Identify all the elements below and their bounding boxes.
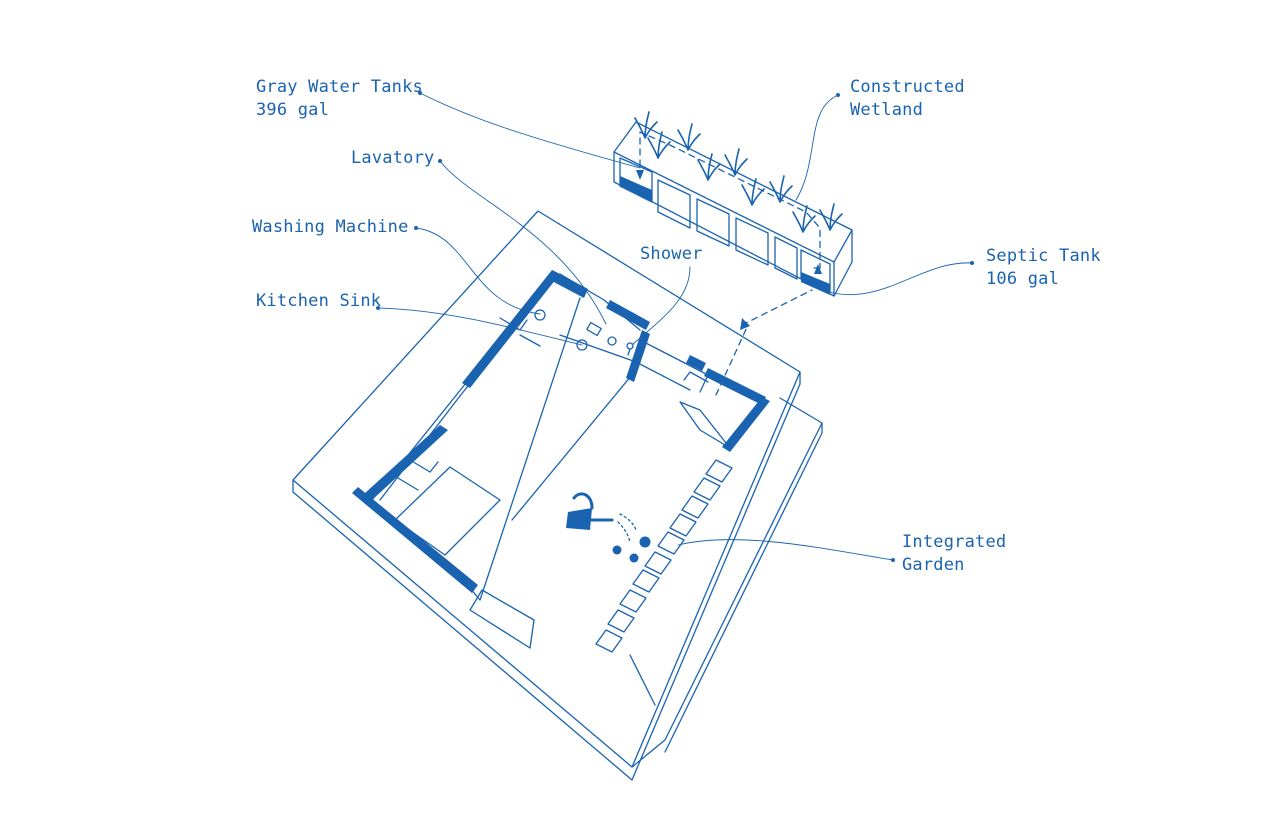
garden-slab bbox=[629, 397, 823, 768]
tomato-plant-icon bbox=[612, 536, 651, 563]
watering-can-icon bbox=[566, 492, 637, 543]
label-line: Septic Tank bbox=[986, 246, 1101, 266]
label-line: Wetland bbox=[850, 100, 924, 120]
label-shower: Shower bbox=[640, 243, 703, 266]
label-line: 396 gal bbox=[256, 100, 330, 120]
label-washing-machine: Washing Machine bbox=[252, 216, 409, 239]
label-constructed-wetland: Constructed Wetland bbox=[850, 76, 965, 122]
label-line: Gray Water Tanks bbox=[256, 77, 423, 97]
label-line: Constructed bbox=[850, 77, 965, 97]
label-integrated-garden: Integrated Garden bbox=[902, 531, 1006, 577]
label-line: Lavatory bbox=[351, 148, 435, 168]
label-line: Integrated bbox=[902, 532, 1007, 552]
label-line: 106 gal bbox=[986, 269, 1060, 289]
leader-dots bbox=[376, 91, 974, 562]
garden-planters bbox=[595, 459, 733, 653]
label-gray-water-tanks: Gray Water Tanks 396 gal bbox=[256, 76, 423, 122]
label-line: Shower bbox=[640, 244, 703, 264]
label-line: Garden bbox=[902, 555, 965, 575]
leader-lines bbox=[377, 92, 973, 561]
label-lavatory: Lavatory bbox=[351, 147, 434, 170]
label-line: Washing Machine bbox=[252, 217, 409, 237]
house-plan bbox=[352, 270, 770, 649]
label-line: Kitchen Sink bbox=[256, 291, 382, 311]
label-kitchen-sink: Kitchen Sink bbox=[256, 290, 381, 313]
wetland-plants bbox=[634, 111, 843, 233]
label-septic-tank: Septic Tank 106 gal bbox=[986, 245, 1101, 291]
